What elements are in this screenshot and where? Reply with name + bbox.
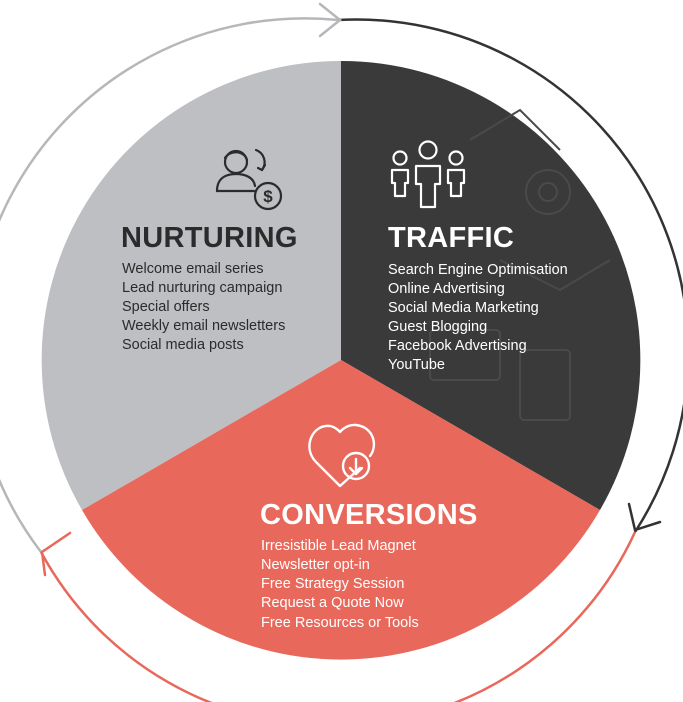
traffic-background-sketches [429, 108, 611, 421]
segment-conversions [82, 360, 600, 660]
traffic-list: Search Engine Optimisation Online Advert… [388, 262, 568, 373]
list-item: Lead nurturing campaign [122, 280, 282, 296]
nurturing-list: Welcome email series Lead nurturing camp… [122, 261, 285, 353]
dark-arrowhead-icon [627, 502, 662, 532]
segment-nurturing [41, 60, 342, 511]
conversions-list: Irresistible Lead Magnet Newsletter opt-… [261, 538, 419, 631]
conversions-title: CONVERSIONS [260, 499, 478, 531]
red-arrowhead-icon [40, 531, 72, 577]
list-item: Facebook Advertising [388, 338, 527, 354]
list-item: Free Strategy Session [261, 576, 404, 592]
dark-cycle-arc [337, 18, 683, 533]
person-dollar-icon: $ [215, 148, 283, 211]
nurturing-title: NURTURING [121, 222, 298, 254]
people-group-icon [390, 140, 466, 209]
red-cycle-arc [39, 531, 637, 702]
list-item: Irresistible Lead Magnet [261, 538, 416, 554]
list-item: YouTube [388, 357, 445, 373]
traffic-title: TRAFFIC [388, 222, 514, 254]
list-item: Weekly email newsletters [122, 318, 285, 334]
list-item: Request a Quote Now [261, 595, 404, 611]
list-item: Search Engine Optimisation [388, 262, 568, 278]
pie [41, 60, 641, 660]
grey-cycle-arc [0, 17, 339, 553]
list-item: Social Media Marketing [388, 300, 539, 316]
list-item: Guest Blogging [388, 319, 487, 335]
grey-arrowhead-icon [318, 2, 343, 38]
svg-text:$: $ [263, 187, 273, 206]
list-item: Special offers [122, 299, 210, 315]
list-item: Newsletter opt-in [261, 557, 370, 573]
heart-download-icon [308, 423, 376, 488]
list-item: Social media posts [122, 337, 244, 353]
list-item: Welcome email series [122, 261, 264, 277]
list-item: Free Resources or Tools [261, 615, 419, 631]
list-item: Online Advertising [388, 281, 505, 297]
